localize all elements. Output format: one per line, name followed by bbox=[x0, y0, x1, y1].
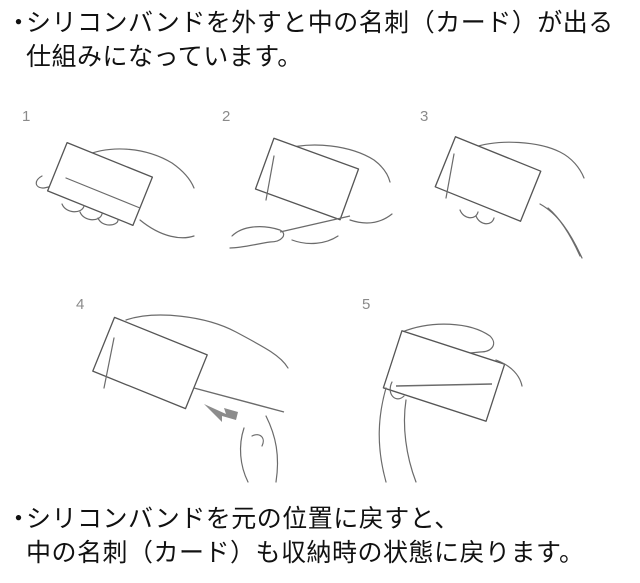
bottom-caption-text-2: 中の名刺（カード）も収納時の状態に戻ります。 bbox=[26, 538, 585, 567]
step-5-illustration: 5 bbox=[362, 296, 602, 486]
hand-holding-case-icon bbox=[35, 142, 195, 239]
band-removed-icon bbox=[434, 136, 585, 259]
step-3-illustration: 3 bbox=[420, 108, 610, 259]
bullet-icon: ・ bbox=[6, 504, 32, 533]
step-number-3: 3 bbox=[420, 108, 429, 125]
step-4-illustration: 4 bbox=[76, 296, 306, 486]
top-caption-line-1: ・シリコンバンドを外すと中の名刺（カード）が出る bbox=[6, 6, 614, 40]
bottom-caption: ・シリコンバンドを元の位置に戻すと、 中の名刺（カード）も収納時の状態に戻ります… bbox=[6, 502, 585, 570]
bottom-caption-line-1: ・シリコンバンドを元の位置に戻すと、 bbox=[6, 502, 585, 536]
top-caption: ・シリコンバンドを外すと中の名刺（カード）が出る 仕組みになっています。 bbox=[6, 6, 614, 74]
hand-pulling-band-icon bbox=[229, 137, 393, 249]
step-1-illustration: 1 bbox=[22, 108, 212, 258]
top-caption-text-2: 仕組みになっています。 bbox=[26, 42, 303, 71]
step-number-4: 4 bbox=[76, 296, 85, 313]
step-2-illustration: 2 bbox=[222, 108, 412, 258]
top-caption-text-1: シリコンバンドを外すと中の名刺（カード）が出る bbox=[26, 8, 614, 37]
step-number-2: 2 bbox=[222, 108, 231, 125]
step-number-5: 5 bbox=[362, 296, 371, 313]
bullet-icon: ・ bbox=[6, 8, 32, 37]
card-sliding-out-icon bbox=[92, 314, 289, 483]
band-returned-icon bbox=[378, 323, 523, 483]
step-number-1: 1 bbox=[22, 108, 31, 125]
bottom-caption-text-1: シリコンバンドを元の位置に戻すと、 bbox=[26, 504, 460, 533]
